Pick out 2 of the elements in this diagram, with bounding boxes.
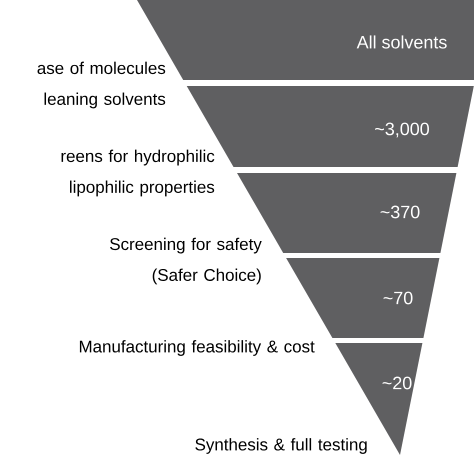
step-label: Manufacturing feasibility & cost bbox=[80, 340, 315, 356]
funnel-band: ~70 bbox=[286, 258, 440, 338]
